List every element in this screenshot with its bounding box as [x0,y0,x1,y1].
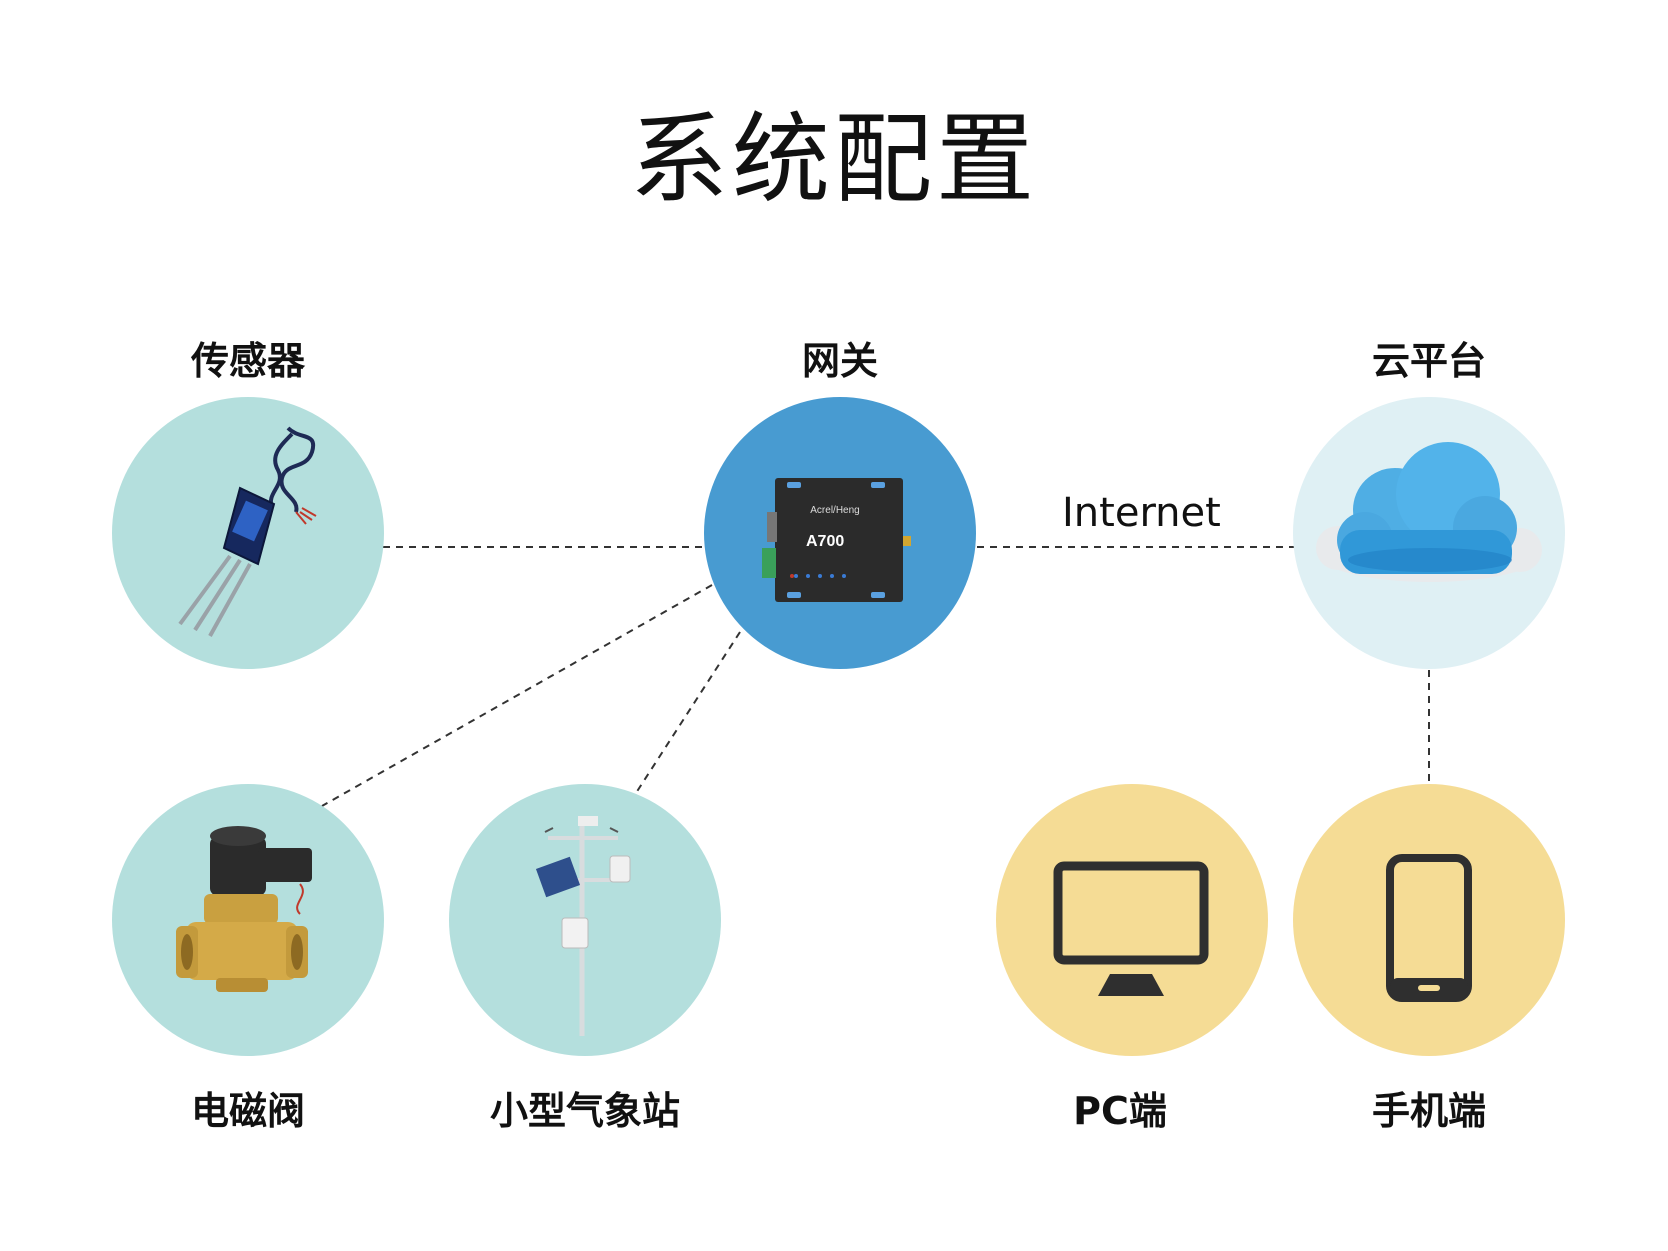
connectors [321,546,1430,807]
soil-sensor-icon [178,426,317,637]
cloud-icon [1316,442,1542,582]
pc-label: PC端 [1073,1089,1167,1133]
solenoid-valve-icon [176,826,312,992]
mobile-circle [1293,784,1565,1056]
gateway-device-brand: Acrel/Heng [810,505,859,516]
edge-gateway-weather [635,631,741,794]
gateway-label: 网关 [801,339,878,383]
weather-station-icon [535,816,631,1036]
weather-label: 小型气象站 [489,1089,680,1133]
sensor-label: 传感器 [190,339,305,383]
monitor-icon [1053,861,1209,996]
valve-label: 电磁阀 [190,1089,305,1133]
gateway-device-model: A700 [806,533,844,550]
edge-gateway-valve [321,584,713,807]
internet-label: Internet [1062,490,1221,536]
gateway-device-icon: Acrel/Heng A700 [762,478,911,602]
mobile-label: 手机端 [1371,1089,1486,1133]
cloud-label: 云平台 [1371,339,1486,383]
phone-icon [1386,854,1472,1002]
page-title: 系统配置 [629,103,1038,217]
pc-circle [996,784,1268,1056]
